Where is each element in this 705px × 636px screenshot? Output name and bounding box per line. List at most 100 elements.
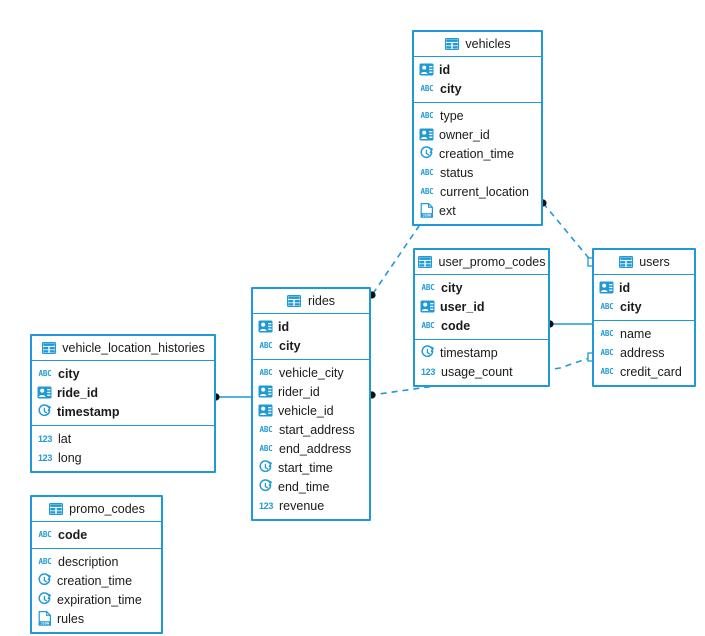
- key-id-icon: [419, 127, 434, 142]
- field-row[interactable]: id: [594, 278, 694, 297]
- field-label: end_time: [278, 479, 330, 494]
- table-header-vehicle_location_histories[interactable]: vehicle_location_histories: [32, 336, 214, 361]
- table-title: user_promo_codes: [438, 255, 546, 269]
- field-label: rules: [57, 611, 85, 626]
- abc-icon: ABC: [259, 444, 273, 453]
- field-row[interactable]: ABC city: [32, 364, 214, 383]
- field-label: description: [58, 554, 119, 569]
- table-header-user_promo_codes[interactable]: user_promo_codes: [415, 250, 548, 275]
- field-label: city: [620, 299, 642, 314]
- table-icon: [287, 294, 302, 309]
- field-row[interactable]: ride_id: [32, 383, 214, 402]
- abc-icon: ABC: [421, 283, 435, 292]
- abc-icon: ABC: [259, 341, 273, 350]
- field-label: city: [440, 81, 462, 96]
- table-header-users[interactable]: users: [594, 250, 694, 275]
- field-label: city: [58, 366, 80, 381]
- field-label: address: [620, 345, 665, 360]
- abc-icon: ABC: [259, 425, 273, 434]
- table-header-vehicles[interactable]: vehicles: [414, 32, 541, 57]
- relationship-user_promo_codes-to-users[interactable]: [546, 320, 592, 328]
- abc-icon: ABC: [600, 329, 614, 338]
- field-label: owner_id: [439, 127, 490, 142]
- table-header-rides[interactable]: rides: [253, 289, 369, 314]
- field-label: lat: [58, 431, 72, 446]
- abc-icon: ABC: [38, 557, 52, 566]
- field-row[interactable]: timestamp: [415, 343, 548, 362]
- table-icon: [618, 255, 633, 270]
- field-row[interactable]: timestamp: [32, 402, 214, 421]
- relationship-vehicle_location_histories-to-rides[interactable]: [212, 393, 251, 401]
- key-id-icon: [37, 385, 52, 400]
- abc-icon: ABC: [420, 187, 434, 196]
- clock-icon: [258, 479, 273, 494]
- field-label: vehicle_city: [279, 365, 344, 380]
- field-row[interactable]: expiration_time: [32, 590, 161, 609]
- json-icon: JSON: [37, 611, 52, 626]
- clock-icon: [37, 404, 52, 419]
- field-row[interactable]: ABC city: [415, 278, 548, 297]
- field-label: start_time: [278, 460, 333, 475]
- field-row[interactable]: owner_id: [414, 125, 541, 144]
- field-label: user_id: [440, 299, 485, 314]
- field-row[interactable]: start_time: [253, 458, 369, 477]
- field-label: code: [441, 318, 471, 333]
- field-row[interactable]: end_time: [253, 477, 369, 496]
- field-row[interactable]: JSON rules: [32, 609, 161, 628]
- key-id-icon: [258, 384, 273, 399]
- field-label: vehicle_id: [278, 403, 334, 418]
- field-row[interactable]: rider_id: [253, 382, 369, 401]
- field-label: type: [440, 108, 464, 123]
- field-label: creation_time: [439, 146, 515, 161]
- clock-icon: [37, 573, 52, 588]
- field-row[interactable]: creation_time: [32, 571, 161, 590]
- field-label: ext: [439, 203, 456, 218]
- field-row[interactable]: ABC description: [32, 552, 161, 571]
- field-row[interactable]: creation_time: [414, 144, 541, 163]
- abc-icon: ABC: [38, 369, 52, 378]
- field-row[interactable]: vehicle_id: [253, 401, 369, 420]
- field-row[interactable]: user_id: [415, 297, 548, 316]
- table-header-promo_codes[interactable]: promo_codes: [32, 497, 161, 522]
- field-row[interactable]: id: [253, 317, 369, 336]
- field-label: city: [441, 280, 463, 295]
- field-label: ride_id: [57, 385, 98, 400]
- field-row[interactable]: id: [414, 60, 541, 79]
- abc-icon: ABC: [420, 84, 434, 93]
- field-label: revenue: [279, 498, 325, 513]
- key-id-icon: [420, 299, 435, 314]
- field-row[interactable]: ABC city: [414, 79, 541, 98]
- clock-icon: [258, 460, 273, 475]
